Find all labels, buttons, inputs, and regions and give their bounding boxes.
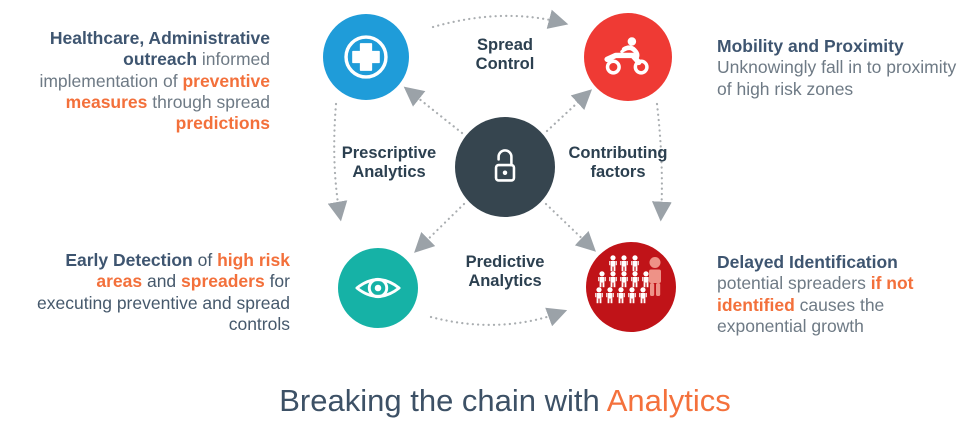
annotation-text: informed implementation of	[39, 49, 270, 91]
crowd-icon	[595, 255, 661, 304]
slide-title-highlight: Analytics	[606, 383, 731, 418]
annotation-bold-text: Early Detection	[65, 250, 193, 270]
annotation-early-detection: Early Detection of high risk areas and s…	[30, 250, 290, 335]
motorcycle-icon	[604, 37, 649, 75]
annotation-text: of	[192, 250, 218, 270]
slide-title-text: Breaking the chain with	[279, 383, 607, 418]
annotation-text: potential spreaders	[717, 273, 871, 294]
large-person-icon	[649, 257, 661, 296]
annotation-highlight-text: predictions	[175, 113, 270, 134]
eye-icon	[355, 277, 401, 299]
annotation-text: for executing preventive and spread cont…	[37, 271, 290, 335]
annotation-heading: Delayed Identification	[717, 252, 898, 272]
ray-center-to-bottomleft	[414, 202, 466, 253]
annotation-text: and	[142, 271, 182, 292]
annotation-bold-text: Healthcare, Administrative outreach	[49, 28, 270, 70]
line-left-vertical	[327, 102, 348, 222]
label-predictive-analytics: Predictive Analytics	[465, 253, 545, 291]
annotation-text: Unknowingly fall in to proximity of high…	[717, 57, 957, 99]
label-spread-control: Spread Control	[475, 36, 535, 74]
annotation-highlight-text: high risk areas	[96, 250, 290, 292]
slide-title: Breaking the chain with Analytics	[0, 383, 966, 419]
node-center-lock-circle	[455, 117, 555, 217]
annotation-healthcare-outreach: Healthcare, Administrative outreach info…	[6, 28, 270, 135]
annotation-highlight-text: preventive measures	[65, 70, 270, 113]
node-healthcare-circle	[323, 14, 409, 100]
node-spreaders-circle	[586, 242, 676, 332]
ray-center-to-bottomright	[544, 202, 596, 252]
annotation-heading: Mobility and Proximity	[717, 36, 904, 56]
node-mobility-circle	[584, 13, 672, 101]
annotation-highlight-text: if not identified	[717, 273, 914, 315]
ray-center-to-topright	[545, 89, 593, 133]
ray-center-to-topleft	[403, 86, 464, 135]
arc-bottom	[429, 307, 568, 327]
line-right-vertical	[651, 102, 672, 222]
unlock-icon	[494, 149, 516, 182]
label-contributing-factors: Contributing factors	[568, 144, 668, 182]
annotation-text: causes the exponential growth	[717, 294, 885, 337]
arc-top	[431, 9, 569, 29]
label-prescriptive-analytics: Prescriptive Analytics	[341, 144, 437, 182]
annotation-text: through spread	[147, 92, 270, 113]
node-early-detection-circle	[338, 248, 418, 328]
annotation-highlight-text: spreaders	[181, 271, 265, 292]
medical-plus-icon	[344, 35, 388, 79]
